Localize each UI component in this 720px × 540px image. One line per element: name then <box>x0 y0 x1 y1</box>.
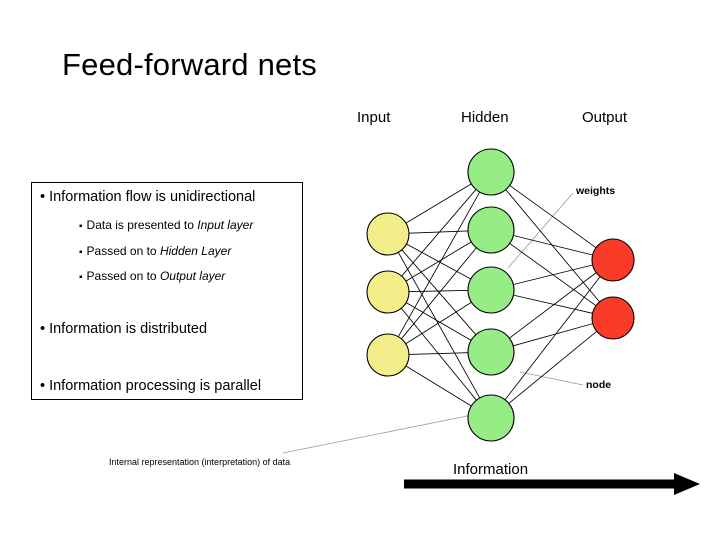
bullet-text: Information is distributed <box>49 321 208 337</box>
network-edge <box>513 235 593 256</box>
network-edge <box>405 302 472 341</box>
sub-bullet-emphasis: Hidden Layer <box>159 244 232 258</box>
network-node-output <box>591 238 635 282</box>
network-edge <box>509 272 597 339</box>
bullet-glyph: • <box>40 189 46 205</box>
sub-bullet-text: Passed on to <box>86 244 160 258</box>
arrow-shape-group <box>404 473 700 495</box>
layer-label-input: Input <box>357 109 391 126</box>
bullet-passed-output: ▪Passed on to Output layer <box>79 268 225 286</box>
network-edge-group <box>397 183 601 407</box>
annotation-node: node <box>586 379 612 391</box>
network-node-hidden <box>467 266 515 314</box>
network-edge <box>400 307 477 401</box>
sub-bullet-text: Passed on to <box>86 269 160 283</box>
network-node-hidden <box>467 394 515 442</box>
network-node-output <box>591 296 635 340</box>
network-edge <box>406 243 471 280</box>
network-edge <box>405 183 472 224</box>
network-edge <box>408 290 469 293</box>
bullet-passed-hidden: ▪Passed on to Hidden Layer <box>79 243 231 261</box>
network-edge <box>513 294 593 314</box>
network-node-hidden <box>467 206 515 254</box>
network-node-input <box>366 270 410 314</box>
caption-internal-representation: Internal representation (interpretation)… <box>109 457 291 467</box>
network-edge <box>508 330 598 404</box>
bullet-processing-parallel: •Information processing is parallel <box>40 377 261 395</box>
bullet-text: Information processing is parallel <box>49 378 262 394</box>
network-node-hidden <box>467 148 515 196</box>
network-edge <box>397 252 481 399</box>
network-node-input <box>366 212 410 256</box>
network-edge <box>401 249 477 335</box>
network-edge <box>505 189 600 303</box>
network-edge <box>397 191 481 337</box>
bullet-glyph: • <box>40 321 46 337</box>
label-information: Information <box>453 461 529 478</box>
leader-line-group <box>282 192 584 454</box>
network-edge <box>408 352 469 355</box>
sub-bullet-text: Data is presented to <box>86 218 198 232</box>
network-edge <box>401 247 477 340</box>
node-leader <box>519 371 584 386</box>
network-edge <box>509 243 597 307</box>
network-edge <box>513 323 593 347</box>
sub-bullet-glyph: ▪ <box>79 247 83 258</box>
bullet-information-distributed: •Information is distributed <box>40 320 207 338</box>
network-edge <box>401 189 477 277</box>
network-node-hidden <box>467 328 515 376</box>
network-edge <box>408 230 469 234</box>
network-edge <box>405 301 472 345</box>
network-edge <box>405 241 472 282</box>
layer-label-output: Output <box>582 109 628 126</box>
layer-label-hidden: Hidden <box>461 109 509 126</box>
bullet-text-box <box>31 182 303 400</box>
network-edge <box>513 264 593 285</box>
sub-bullet-glyph: ▪ <box>79 272 83 283</box>
sub-bullet-emphasis: Output layer <box>159 269 226 283</box>
network-edge <box>405 365 472 407</box>
sub-bullet-emphasis: Input layer <box>197 218 254 232</box>
bullet-text: Information flow is unidirectional <box>49 189 256 205</box>
bullet-information-flow: •Information flow is unidirectional <box>40 188 255 206</box>
weights-leader <box>507 192 574 269</box>
bullet-glyph: • <box>40 378 46 394</box>
information-arrow <box>404 473 700 495</box>
sub-bullet-glyph: ▪ <box>79 221 83 232</box>
page-title: Feed-forward nets <box>62 47 317 82</box>
bullet-data-presented: ▪Data is presented to Input layer <box>79 217 253 235</box>
internal-representation-leader <box>282 409 498 454</box>
network-node-input <box>366 333 410 377</box>
annotation-weights: weights <box>576 185 616 197</box>
